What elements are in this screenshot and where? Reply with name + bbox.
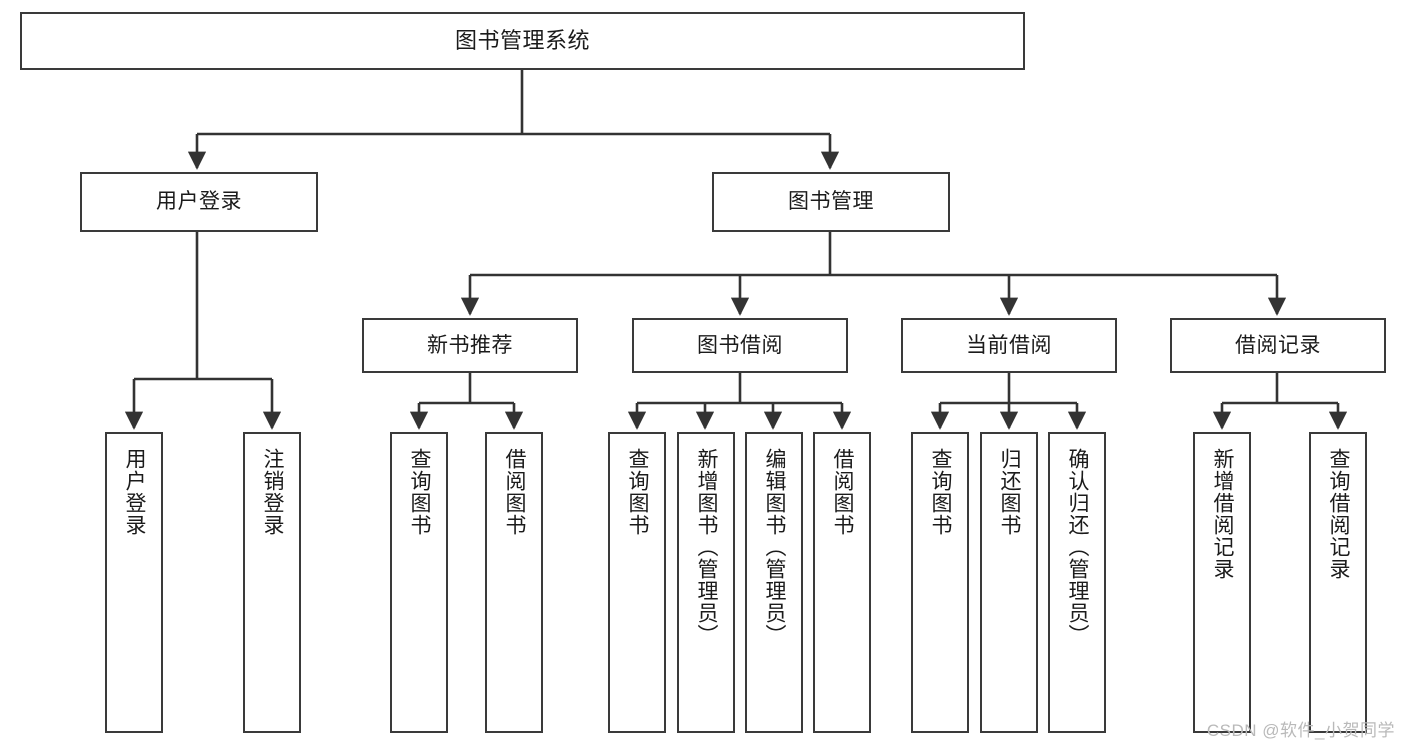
node-label: 归还图书 (998, 448, 1022, 536)
leaf-query-borrow-record[interactable]: 查询借阅记录 (1309, 432, 1367, 733)
leaf-login[interactable]: 用户登录 (105, 432, 163, 733)
leaf-borrow-book-1[interactable]: 借阅图书 (485, 432, 543, 733)
node-label: 借阅图书 (831, 448, 855, 536)
watermark: CSDN @软件_小贺同学 (1206, 721, 1395, 740)
leaf-query-book-1[interactable]: 查询图书 (390, 432, 448, 733)
leaf-query-book-2[interactable]: 查询图书 (608, 432, 666, 733)
node-current-borrow[interactable]: 当前借阅 (901, 318, 1117, 373)
leaf-return-book[interactable]: 归还图书 (980, 432, 1038, 733)
leaf-edit-book[interactable]: 编辑图书（管理员） (745, 432, 803, 733)
node-label: 用户登录 (123, 448, 147, 536)
leaf-add-borrow-record[interactable]: 新增借阅记录 (1193, 432, 1251, 733)
node-borrow-record[interactable]: 借阅记录 (1170, 318, 1386, 373)
node-label: 用户登录 (156, 190, 242, 214)
node-label: 注销登录 (261, 448, 285, 536)
node-book-borrow[interactable]: 图书借阅 (632, 318, 848, 373)
node-label: 新增图书（管理员） (695, 448, 719, 646)
leaf-confirm-return[interactable]: 确认归还（管理员） (1048, 432, 1106, 733)
node-label: 确认归还（管理员） (1066, 448, 1090, 646)
node-label: 新书推荐 (427, 333, 513, 357)
leaf-add-book[interactable]: 新增图书（管理员） (677, 432, 735, 733)
node-root-book-management-system[interactable]: 图书管理系统 (20, 12, 1025, 70)
node-user-login[interactable]: 用户登录 (80, 172, 318, 232)
leaf-borrow-book-2[interactable]: 借阅图书 (813, 432, 871, 733)
node-label: 查询图书 (408, 448, 432, 536)
leaf-logout[interactable]: 注销登录 (243, 432, 301, 733)
node-label: 图书借阅 (697, 333, 783, 357)
node-label: 新增借阅记录 (1211, 448, 1235, 580)
leaf-query-book-3[interactable]: 查询图书 (911, 432, 969, 733)
node-label: 当前借阅 (966, 333, 1052, 357)
node-label: 图书管理 (788, 190, 874, 214)
node-label: 查询图书 (626, 448, 650, 536)
node-label: 借阅图书 (503, 448, 527, 536)
node-label: 查询图书 (929, 448, 953, 536)
node-label: 借阅记录 (1235, 333, 1321, 357)
node-label: 编辑图书（管理员） (763, 448, 787, 646)
node-book-management[interactable]: 图书管理 (712, 172, 950, 232)
node-label: 查询借阅记录 (1327, 448, 1351, 580)
node-label: 图书管理系统 (454, 27, 590, 53)
node-new-book-recommend[interactable]: 新书推荐 (362, 318, 578, 373)
